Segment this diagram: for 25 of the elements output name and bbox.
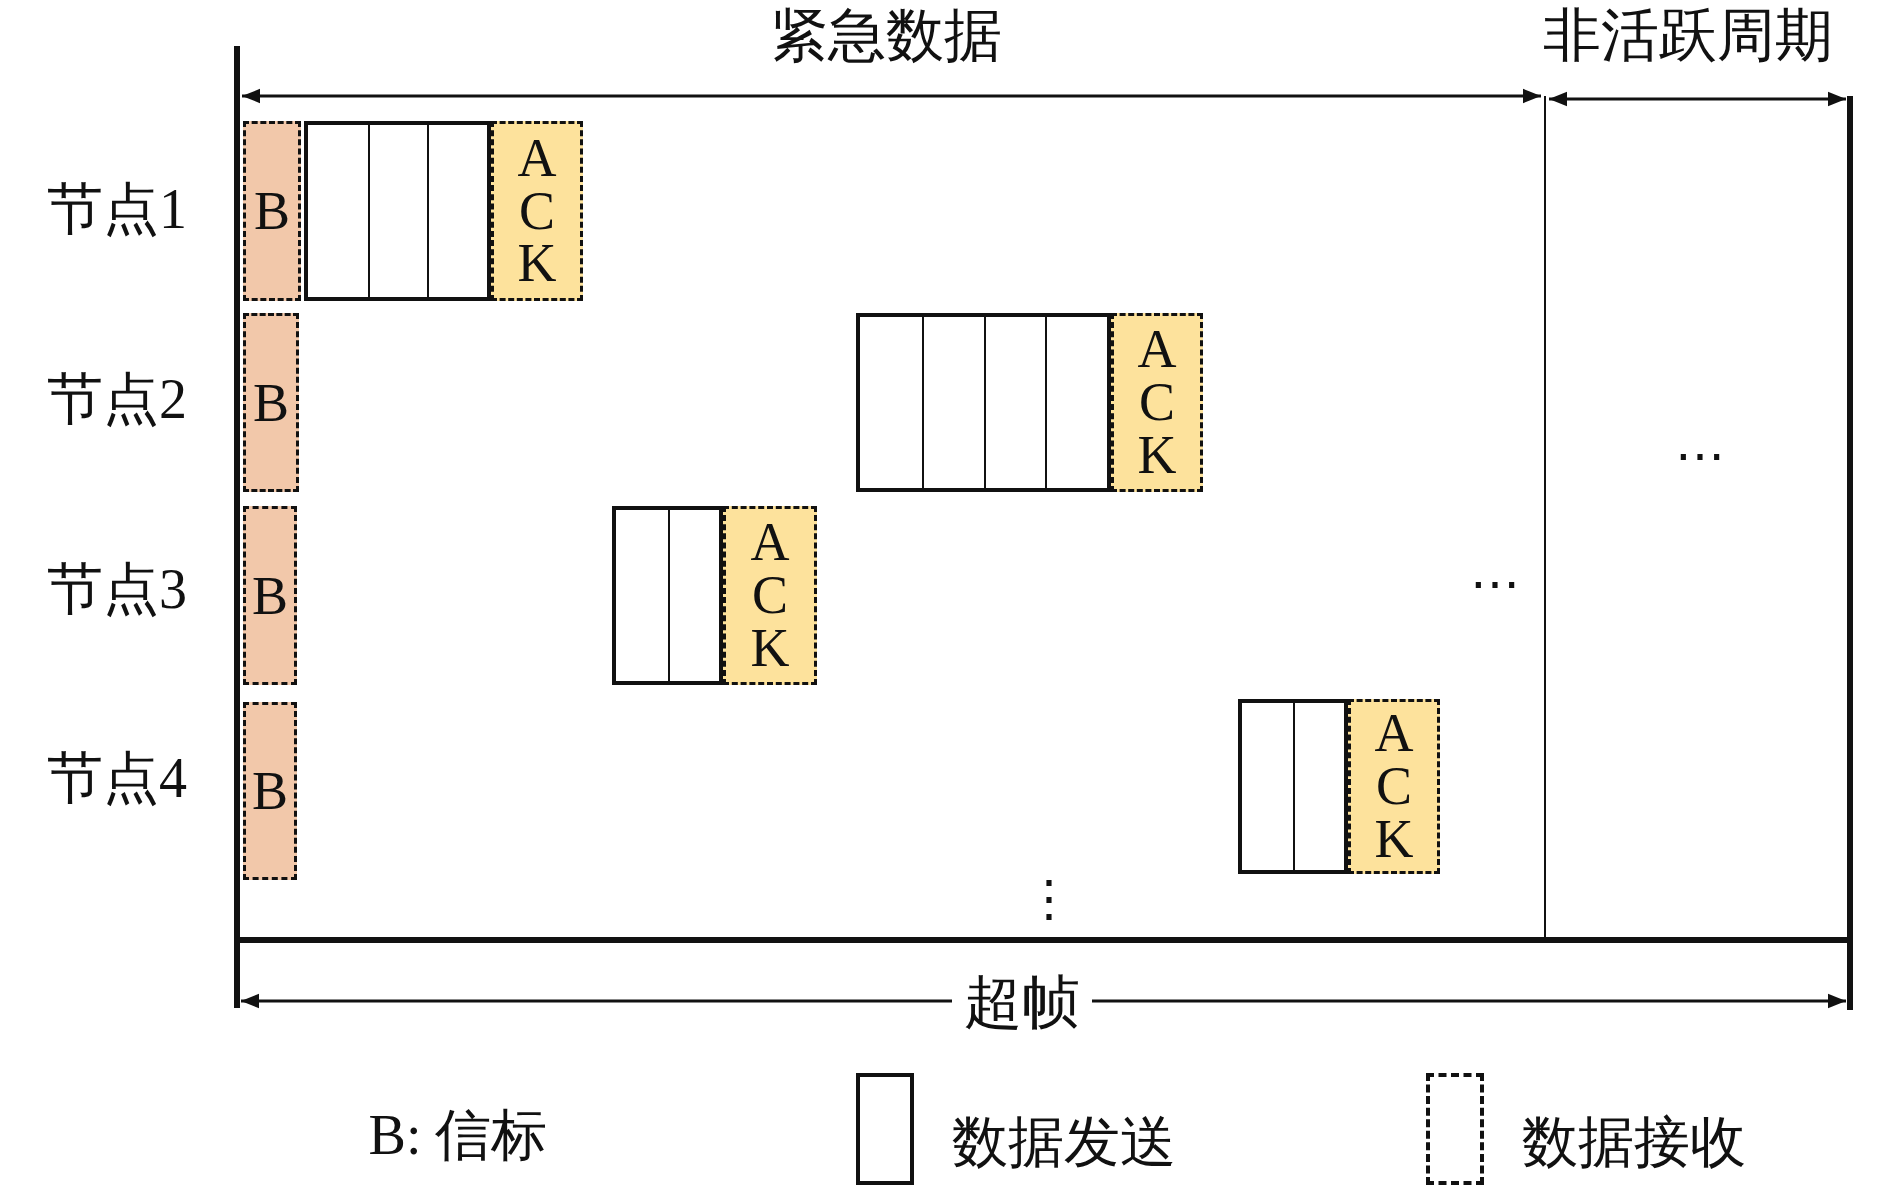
legend-item: 数据接收 [1426, 1073, 1746, 1185]
data-send-block [612, 506, 723, 685]
ellipsis-mark: ⋯ [1470, 558, 1520, 608]
beacon-box: B [243, 313, 299, 492]
row-label: 节点1 [47, 181, 187, 237]
row-label: 节点4 [47, 750, 187, 806]
legend-item: 数据发送 [856, 1073, 1176, 1185]
beacon-box: B [243, 121, 301, 301]
data-send-block [1238, 699, 1348, 874]
dimension-label: 非活跃周期 [1543, 7, 1833, 65]
dimension-label: 超帧 [952, 974, 1092, 1032]
legend-text: B: 信标 [368, 1107, 548, 1163]
beacon-box: B [243, 702, 297, 880]
row-label: 节点2 [47, 371, 187, 427]
ack-box: ACK [1111, 313, 1203, 492]
beacon-box: B [243, 506, 297, 685]
ack-box: ACK [723, 506, 817, 685]
ellipsis-mark: ⋮ [1024, 873, 1074, 923]
data-send-block [856, 313, 1111, 492]
row-label: 节点3 [47, 561, 187, 617]
ack-box: ACK [1348, 699, 1440, 874]
ack-box: ACK [491, 121, 583, 301]
data-send-block [304, 121, 491, 301]
ellipsis-mark: ⋯ [1675, 430, 1725, 480]
dimension-label: 紧急数据 [770, 7, 1002, 65]
